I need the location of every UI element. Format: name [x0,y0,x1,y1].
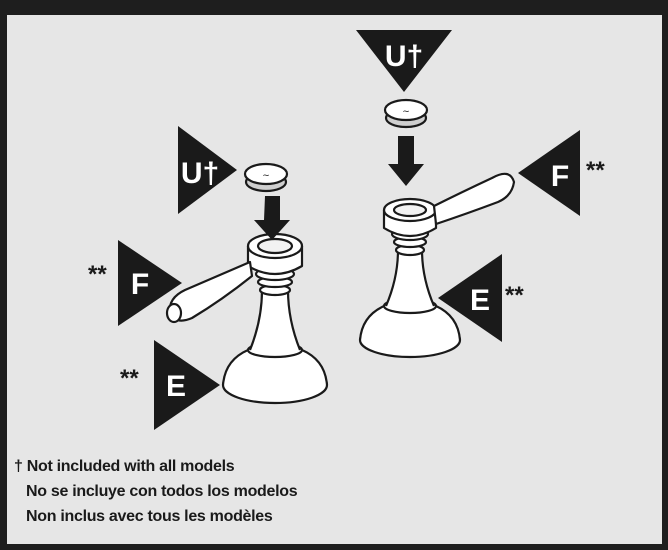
callout-f-left-asterisks: ** [88,261,107,288]
diagram-panel [7,15,662,544]
callout-u-left-label: U† [181,157,219,190]
footnote-english: † Not included with all models [14,458,235,475]
footnote-french: Non inclus avec tous les modèles [26,508,273,525]
callout-e-left-label: E [166,370,186,403]
left-hub-opening [256,237,294,255]
left-down-arrow [254,196,290,240]
left-body [248,288,302,351]
callout-f-right-label: F [551,160,569,193]
left-lever-tip [165,302,183,324]
callout-f-left-label: F [131,268,149,301]
callout-f-right-asterisks: ** [586,157,605,184]
right-hub-opening [392,202,428,218]
left-lever [168,260,254,322]
callout-u-right-triangle [356,30,452,92]
callout-e-right-label: E [470,284,490,317]
right-lever [432,172,516,226]
right-down-arrow [388,136,424,186]
callout-e-left-asterisks: ** [120,365,139,392]
footnote-spanish: No se incluye con todos los modelos [26,483,298,500]
callout-e-left-triangle [154,340,220,430]
callout-u-left-triangle [178,126,237,214]
right-cap-top [383,98,429,122]
left-handle-assembly: ~ [165,162,329,405]
left-cap-script: ~ [262,171,270,181]
right-handle-assembly: ~ [358,98,516,359]
callout-u-right-label: U† [385,40,423,73]
callout-f-right-triangle [518,130,580,216]
callout-f-left-triangle [118,240,182,326]
right-cap-script: ~ [402,107,410,117]
left-cap-top [243,162,289,186]
callout-e-right-triangle [438,254,502,342]
right-body [384,248,436,307]
callout-e-right-asterisks: ** [505,282,524,309]
